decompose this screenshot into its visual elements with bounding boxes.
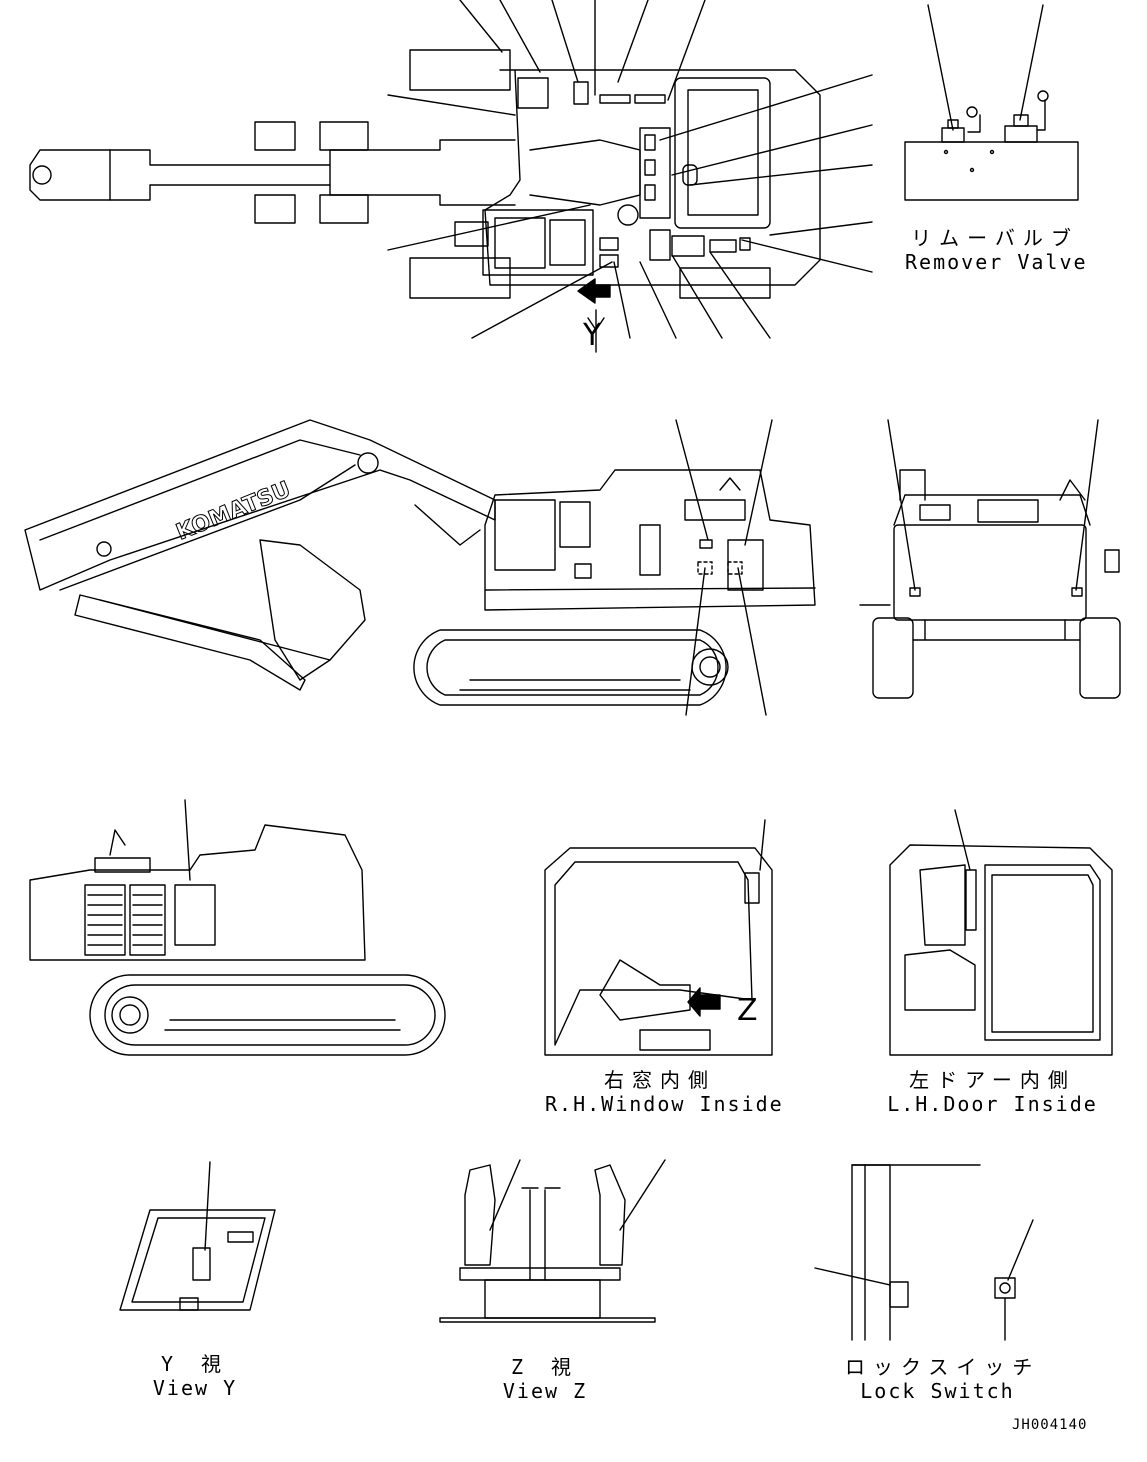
view-y-marker: Y [582, 318, 602, 353]
view-z-marker: Z [737, 993, 758, 1028]
lock-switch-label-en: Lock Switch [860, 1379, 1015, 1403]
lh-door-label-en: L.H.Door Inside [887, 1092, 1098, 1116]
right-side-view [29, 799, 446, 1056]
document-number: JH004140 [1012, 1417, 1088, 1433]
rh-window-view [544, 819, 773, 1056]
lh-door-label-jp: 左ドアー内側 [909, 1068, 1076, 1092]
lock-switch-label-jp: ロックスイッチ [845, 1355, 1041, 1379]
view-z-label: Z 視 View Z [480, 1355, 610, 1403]
remover-valve-label: リムーバルブ Remover Valve [905, 226, 1088, 274]
top-view-machine [29, 0, 873, 353]
lh-door-view [889, 809, 1113, 1056]
left-side-view [24, 419, 816, 716]
lh-door-label: 左ドアー内側 L.H.Door Inside [885, 1068, 1100, 1116]
lock-switch-label: ロックスイッチ Lock Switch [845, 1355, 1041, 1403]
remover-valve-label-jp: リムーバルブ [911, 226, 1079, 250]
view-z-label-jp: Z 視 [510, 1355, 580, 1379]
brand-logo: KOMATSU [173, 477, 294, 545]
rh-window-label-jp: 右窓内側 [604, 1068, 716, 1092]
view-y-label: Y 視 View Y [130, 1352, 260, 1400]
remover-valve-view [904, 4, 1079, 201]
rear-view [859, 419, 1121, 699]
rh-window-label-en: R.H.Window Inside [545, 1092, 784, 1116]
view-z [439, 1159, 666, 1323]
lock-switch-view [814, 1164, 1034, 1341]
view-y-label-en: View Y [152, 1376, 238, 1400]
rh-window-label: 右窓内側 R.H.Window Inside [545, 1068, 784, 1116]
view-y-label-jp: Y 視 [160, 1352, 230, 1376]
view-y [119, 1161, 276, 1311]
view-z-label-en: View Z [502, 1379, 588, 1403]
remover-valve-label-en: Remover Valve [905, 250, 1088, 274]
